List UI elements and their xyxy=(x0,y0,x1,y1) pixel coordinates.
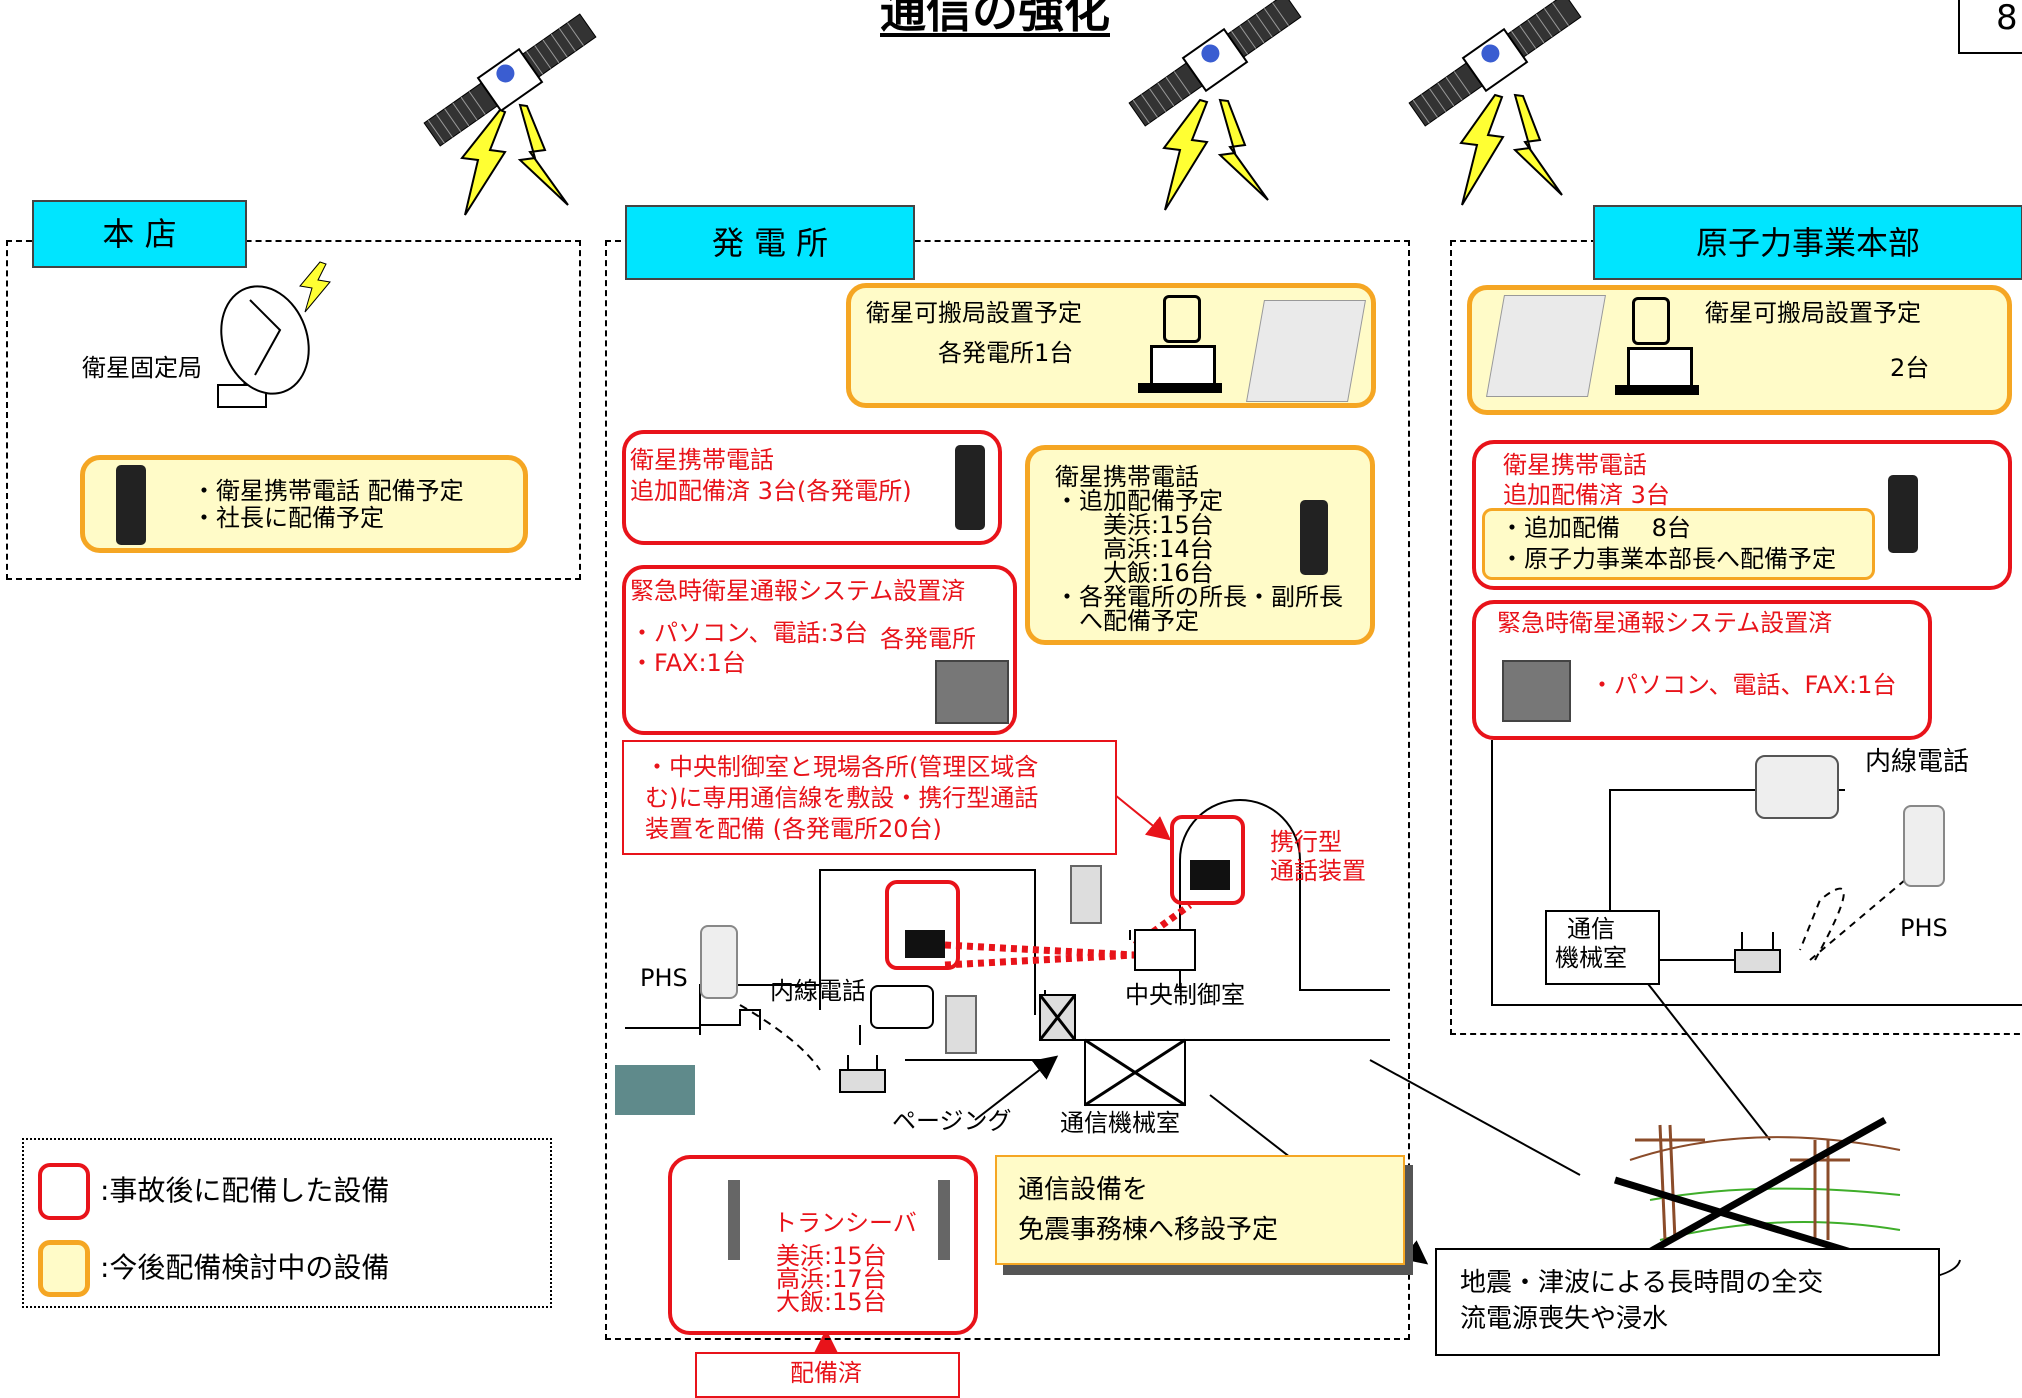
wall-phone-icon xyxy=(1070,865,1102,924)
satellite-phone-icon xyxy=(955,445,985,530)
phs-icon xyxy=(1903,805,1945,887)
walkie-device-icon xyxy=(905,930,945,958)
hq-emergency-items: ・パソコン、電話、FAX:1台 xyxy=(1590,671,1897,699)
emergency-system-title: 緊急時衛星通報システム設置済 xyxy=(630,577,966,605)
comm-room-small-x xyxy=(1038,994,1077,1041)
satellite-phone-icon xyxy=(116,465,146,545)
line-note-text: ・中央制御室と現場各所(管理区域含 む)に専用通信線を敷設・携行型通話 装置を配… xyxy=(645,753,1039,844)
hq-portable-plan-label: 衛星可搬局設置予定 xyxy=(1705,299,1921,327)
portable-antenna-icon xyxy=(1246,300,1366,402)
control-room-box xyxy=(1134,929,1196,971)
hq-comm-room-box xyxy=(1545,910,1660,985)
comm-room-label: 通信機械室 xyxy=(1060,1109,1180,1137)
phone-plan-text: 衛星携帯電話 ・追加配備予定 美浜:15台 高浜:14台 大飯:16台 ・各発電… xyxy=(1055,463,1343,635)
satellite-dish-icon xyxy=(217,261,331,408)
paging-label: ページング xyxy=(892,1107,1012,1135)
power-station-area xyxy=(605,240,1410,1340)
desk-phone-icon xyxy=(870,985,934,1029)
hq-comm-room-label: 通信 機械室 xyxy=(1555,915,1627,972)
laptop-icon xyxy=(1150,345,1216,389)
power-station-label: 発 電 所 xyxy=(625,205,915,280)
nuclear-hq-label: 原子力事業本部 xyxy=(1593,205,2022,280)
laptop-base xyxy=(1615,385,1699,395)
satellite-phone-icon xyxy=(1888,475,1918,553)
disaster-note: 地震・津波による長時間の全交 流電源喪失や浸水 xyxy=(1460,1268,1824,1335)
portable-antenna-icon xyxy=(1486,295,1606,397)
transceiver-label: トランシーバ xyxy=(773,1209,917,1237)
phone-added-box xyxy=(622,430,1002,545)
control-room-label: 中央制御室 xyxy=(1125,981,1245,1009)
portable-device-2 xyxy=(885,880,960,970)
honten-phone-box xyxy=(80,455,528,553)
portable-device-label: 携行型 通話装置 xyxy=(1270,828,1366,885)
satellite-phone-icon xyxy=(1300,500,1328,575)
legend-orange-label: :今後配備検討中の設備 xyxy=(100,1251,390,1284)
portable-plan-label: 衛星可搬局設置予定 xyxy=(866,299,1082,327)
transceiver-counts: 美浜:15台 高浜:17台 大飯:15台 xyxy=(776,1242,887,1316)
legend-red-label: :事故後に配備した設備 xyxy=(100,1174,390,1207)
transceiver-icon xyxy=(728,1180,740,1260)
line-note-box xyxy=(622,740,1117,855)
extension-phone-label: 内線電話 xyxy=(770,977,866,1005)
hq-phone-plan-box xyxy=(1482,508,1875,580)
hq-portable-plan-count: 2台 xyxy=(1890,354,1930,382)
hq-phone-added-text: 衛星携帯電話 追加配備済 3台 xyxy=(1503,451,1670,509)
phone-handset-icon xyxy=(1632,297,1670,345)
page-title: 通信の強化 xyxy=(880,0,1110,38)
deployed-box xyxy=(695,1352,960,1398)
desk-phone-icon xyxy=(1755,755,1839,819)
honten-label: 本 店 xyxy=(32,200,247,268)
satellite-icon xyxy=(1128,0,1302,127)
phone-added-text: 衛星携帯電話 追加配備済 3台(各発電所) xyxy=(630,446,912,506)
emergency-terminal-icon xyxy=(1502,660,1571,722)
hq-phone-plan-text: ・追加配備 8台 ・原子力事業本部長へ配備予定 xyxy=(1500,514,1836,574)
satellite-icon xyxy=(1408,0,1582,127)
page-number: 8 xyxy=(1958,0,2022,54)
satellite-station-label: 衛星固定局 xyxy=(82,354,202,382)
walkie-device-icon xyxy=(1190,860,1230,890)
honten-phone-note: ・衛星携帯電話 配備予定 ・社長に配備予定 xyxy=(192,477,464,532)
phs-label: PHS xyxy=(640,964,688,992)
hq-extension-phone-label: 内線電話 xyxy=(1865,747,1970,777)
transceiver-box xyxy=(668,1155,978,1335)
portable-device-1 xyxy=(1170,815,1245,905)
deployed-label: 配備済 xyxy=(790,1359,862,1387)
legend-orange-swatch xyxy=(38,1240,90,1297)
lightning-icon xyxy=(460,93,1563,216)
laptop-base xyxy=(1138,383,1222,393)
satellite-icon xyxy=(423,13,597,147)
transceiver-icon xyxy=(938,1180,950,1260)
emergency-system-scope: 各発電所 xyxy=(880,625,976,653)
portable-plan-count: 各発電所1台 xyxy=(938,339,1074,367)
power-pole-icon xyxy=(1613,1116,1912,1274)
hq-phs-label: PHS xyxy=(1900,914,1948,942)
phs-icon xyxy=(700,925,738,999)
phone-handset-icon xyxy=(1163,295,1201,343)
wall-phone-icon xyxy=(945,995,977,1054)
sea-block xyxy=(615,1065,695,1115)
comm-room-x xyxy=(1084,1038,1186,1107)
legend-red-swatch xyxy=(38,1163,90,1220)
relocate-box xyxy=(995,1155,1405,1265)
honten-area xyxy=(6,240,581,580)
router-icon xyxy=(839,1055,886,1093)
emergency-system-items: ・パソコン、電話:3台 ・FAX:1台 xyxy=(630,619,868,677)
emergency-system-box xyxy=(622,565,1017,735)
hq-emergency-title: 緊急時衛星通報システム設置済 xyxy=(1497,609,1833,637)
legend xyxy=(22,1138,552,1308)
emergency-terminal-icon xyxy=(935,660,1009,724)
disaster-note-box xyxy=(1435,1248,1940,1356)
relocate-text: 通信設備を 免震事務棟へ移設予定 xyxy=(1018,1175,1279,1246)
